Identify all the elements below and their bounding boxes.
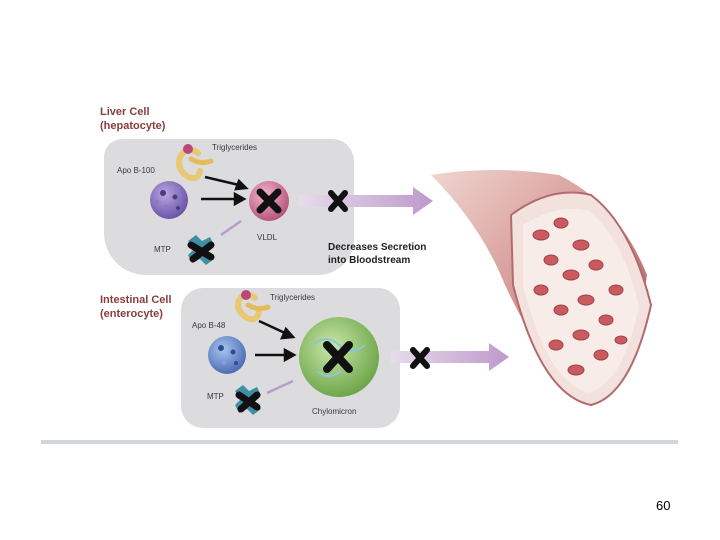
liver-cell-title: Liver Cell (hepatocyte)	[100, 105, 165, 133]
lipoprotein-secretion-figure: Liver Cell (hepatocyte) Triglycerides Ap…	[41, 95, 678, 444]
intestinal-secretion-blocked-arrow	[391, 343, 509, 371]
figure-artwork	[150, 144, 653, 415]
intestinal-cell-title-line1: Intestinal Cell	[100, 294, 172, 306]
intestinal-cell-title-line2: (enterocyte)	[100, 308, 163, 320]
apo-b-100-label: Apo B-100	[117, 166, 155, 175]
liver-inhibition-arrows	[201, 175, 249, 237]
apo-b-100-icon	[150, 181, 188, 219]
intestinal-triglycerides-icon	[235, 290, 271, 323]
chylomicron-label: Chylomicron	[312, 407, 357, 416]
intestinal-mtp-label: MTP	[207, 392, 224, 401]
chylomicron-icon	[299, 317, 379, 397]
liver-triglycerides-icon	[176, 144, 214, 182]
liver-cell-title-line1: Liver Cell	[100, 106, 150, 118]
apo-b-48-icon	[208, 336, 246, 374]
liver-mtp-label: MTP	[154, 245, 171, 254]
vldl-label: VLDL	[257, 233, 278, 242]
secretion-caption-line1: Decreases Secretion	[328, 242, 427, 253]
intestinal-triglycerides-label: Triglycerides	[270, 293, 316, 302]
liver-triglycerides-label: Triglycerides	[212, 143, 258, 152]
intestinal-mtp-icon	[235, 385, 261, 415]
intestinal-cell-title: Intestinal Cell (enterocyte)	[100, 293, 172, 321]
red-blood-cells	[532, 217, 628, 376]
secretion-caption: Decreases Secretion into Bloodstream	[328, 241, 426, 267]
page-number: 60	[656, 498, 671, 513]
liver-secretion-blocked-arrow	[299, 187, 433, 215]
vldl-icon	[249, 181, 289, 221]
intestinal-inhibition-arrows	[255, 319, 297, 395]
apo-b-48-label: Apo B-48	[192, 321, 226, 330]
blood-vessel-illustration	[431, 170, 653, 407]
secretion-caption-line2: into Bloodstream	[328, 255, 411, 266]
figure-bottom-rule	[41, 440, 678, 444]
liver-mtp-icon	[187, 235, 215, 265]
liver-cell-title-line2: (hepatocyte)	[100, 120, 166, 132]
